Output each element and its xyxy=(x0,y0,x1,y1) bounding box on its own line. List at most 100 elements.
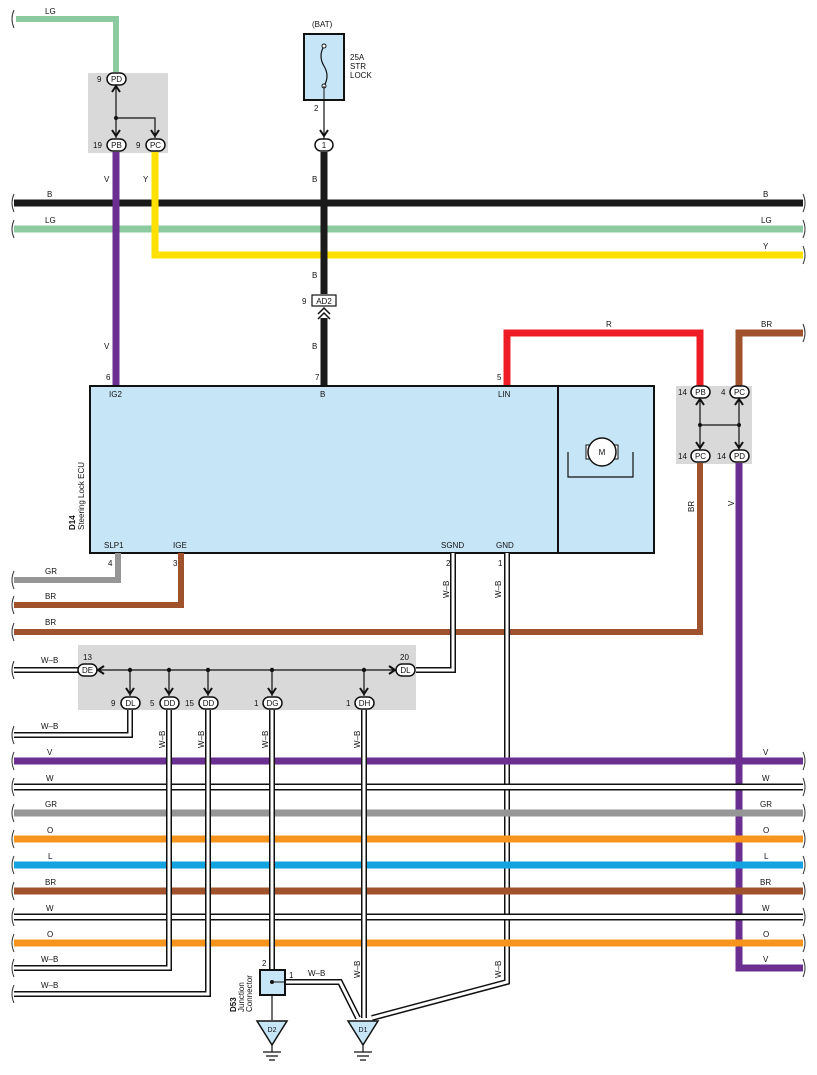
svg-text:1: 1 xyxy=(346,699,351,708)
svg-text:SLP1: SLP1 xyxy=(104,541,124,550)
svg-text:W–B: W–B xyxy=(41,981,58,990)
svg-text:2: 2 xyxy=(446,559,451,568)
svg-text:W: W xyxy=(46,904,54,913)
svg-text:9: 9 xyxy=(136,141,141,150)
svg-text:W–B: W–B xyxy=(442,581,451,598)
svg-text:LIN: LIN xyxy=(498,390,511,399)
svg-text:IGE: IGE xyxy=(173,541,187,550)
svg-text:W–B: W–B xyxy=(261,731,270,748)
svg-text:1: 1 xyxy=(289,971,294,980)
connector-ad2: AD2 9 xyxy=(302,294,337,320)
svg-text:B: B xyxy=(47,190,52,199)
svg-text:W: W xyxy=(762,904,770,913)
svg-text:1: 1 xyxy=(322,141,327,150)
svg-text:15: 15 xyxy=(185,699,194,708)
svg-text:AD2: AD2 xyxy=(316,297,332,306)
connector-dl-right: DL 20 xyxy=(395,653,416,677)
wire-v-ig2: V V xyxy=(104,152,120,386)
wire-y: Y Y xyxy=(143,152,803,259)
connector-dg: DG 1 xyxy=(254,696,283,710)
svg-text:W–B: W–B xyxy=(494,961,503,978)
wire-wb-dh: W–B W–B xyxy=(353,710,367,1018)
svg-text:O: O xyxy=(47,930,53,939)
svg-text:BR: BR xyxy=(760,878,771,887)
svg-text:(BAT): (BAT) xyxy=(312,20,333,29)
svg-text:W–B: W–B xyxy=(353,731,362,748)
wire-wb-de-in: W–B xyxy=(14,656,78,673)
svg-text:9: 9 xyxy=(97,75,102,84)
svg-text:6: 6 xyxy=(106,373,111,382)
wire-gr-slp1: GR xyxy=(14,553,121,583)
junction-connector-d53: 2 1 D53 Junction Connector xyxy=(229,959,294,1012)
svg-text:14: 14 xyxy=(717,452,726,461)
connector-top-pc: PC 9 xyxy=(136,138,166,152)
svg-text:L: L xyxy=(48,852,53,861)
svg-text:25A: 25A xyxy=(350,53,365,62)
wire-br-right-top: BR xyxy=(735,320,803,386)
wire-wb-dd2: W–B W–B xyxy=(14,710,211,997)
wire-wb-sgnd: W–B xyxy=(415,553,456,673)
svg-text:BR: BR xyxy=(45,592,56,601)
svg-text:DE: DE xyxy=(82,666,93,675)
connector-1: 1 xyxy=(314,138,334,152)
svg-text:GR: GR xyxy=(45,800,57,809)
wire-wb-gnd: W–B W–B xyxy=(371,553,510,1021)
svg-text:19: 19 xyxy=(93,141,102,150)
svg-text:2: 2 xyxy=(262,959,267,968)
svg-text:DG: DG xyxy=(267,699,279,708)
svg-text:GND: GND xyxy=(496,541,514,550)
svg-text:V: V xyxy=(104,342,110,351)
svg-text:PB: PB xyxy=(695,388,706,397)
svg-text:DD: DD xyxy=(164,699,176,708)
svg-text:V: V xyxy=(727,500,736,506)
svg-text:LG: LG xyxy=(761,216,772,225)
svg-text:5: 5 xyxy=(497,373,502,382)
svg-text:W–B: W–B xyxy=(41,955,58,964)
svg-text:20: 20 xyxy=(400,653,409,662)
svg-text:PC: PC xyxy=(734,388,745,397)
svg-text:R: R xyxy=(606,320,612,329)
svg-text:Junction: Junction xyxy=(237,982,246,1012)
lower-bus: V V W W GR GR O O L L BR BR W W O O xyxy=(14,748,803,947)
svg-text:O: O xyxy=(763,930,769,939)
svg-text:W–B: W–B xyxy=(158,731,167,748)
svg-text:14: 14 xyxy=(678,388,687,397)
svg-text:4: 4 xyxy=(108,559,113,568)
svg-text:B: B xyxy=(320,390,325,399)
svg-text:PC: PC xyxy=(695,452,706,461)
svg-text:D53: D53 xyxy=(229,997,238,1012)
svg-text:Y: Y xyxy=(763,242,769,251)
connector-top-pd: PD 9 xyxy=(97,72,127,86)
svg-text:W–B: W–B xyxy=(197,731,206,748)
svg-text:L: L xyxy=(764,852,769,861)
svg-text:W–B: W–B xyxy=(41,656,58,665)
svg-text:V: V xyxy=(47,748,53,757)
svg-text:DH: DH xyxy=(359,699,371,708)
svg-text:PD: PD xyxy=(111,75,122,84)
svg-text:PC: PC xyxy=(150,141,161,150)
svg-text:O: O xyxy=(763,826,769,835)
svg-text:BR: BR xyxy=(687,501,696,512)
bus-wire-lg: LG LG xyxy=(14,216,803,233)
svg-text:B: B xyxy=(763,190,768,199)
svg-text:B: B xyxy=(312,271,317,280)
svg-text:W–B: W–B xyxy=(494,581,503,598)
svg-text:W: W xyxy=(46,774,54,783)
svg-text:1: 1 xyxy=(498,559,503,568)
svg-text:DL: DL xyxy=(400,666,411,675)
svg-text:W: W xyxy=(762,774,770,783)
connector-right-pd: PD 14 xyxy=(717,449,750,463)
wire-v-right-down: V V xyxy=(727,463,803,972)
connector-dl-bot: DL 9 xyxy=(111,696,141,710)
svg-text:O: O xyxy=(47,826,53,835)
wire-wb-dl9: W–B xyxy=(14,710,133,738)
svg-text:D14: D14 xyxy=(68,515,77,530)
svg-text:STR: STR xyxy=(350,62,366,71)
svg-text:1: 1 xyxy=(254,699,259,708)
svg-text:LG: LG xyxy=(45,7,56,16)
svg-text:3: 3 xyxy=(173,559,178,568)
connector-dh: DH 1 xyxy=(346,696,375,710)
wire-br-ige: BR xyxy=(14,553,184,608)
svg-text:V: V xyxy=(104,175,110,184)
svg-text:B: B xyxy=(312,342,317,351)
